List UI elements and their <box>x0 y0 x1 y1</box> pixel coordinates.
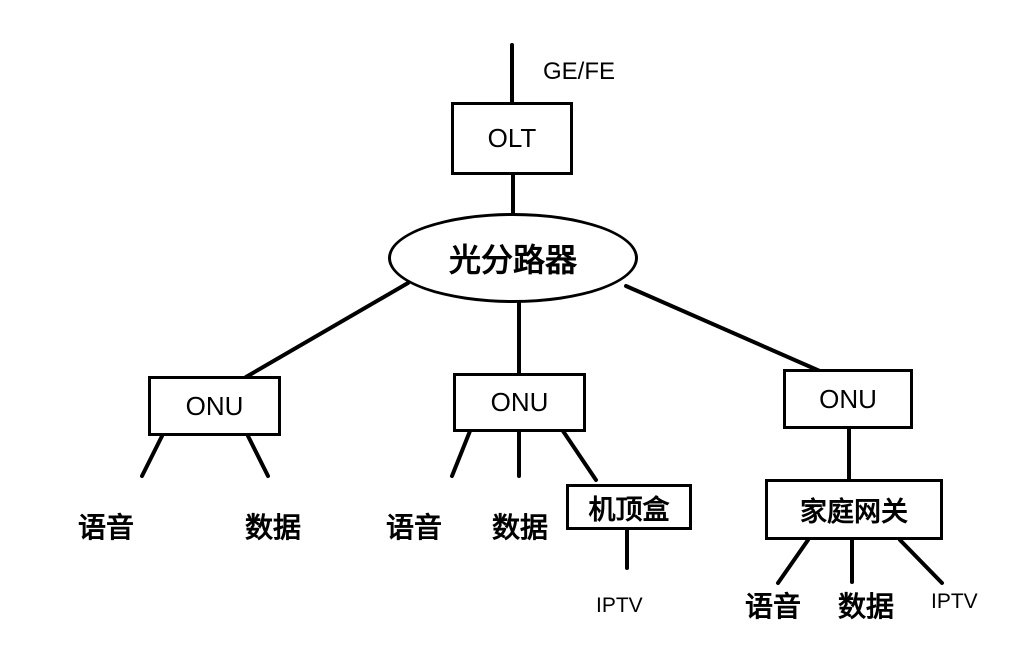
right-iptv-label: IPTV <box>931 590 978 613</box>
middle-voice-line <box>450 429 472 478</box>
set-top-box: 机顶盒 <box>566 484 692 530</box>
uplink-label: GE/FE <box>543 58 616 85</box>
left-data-label: 数据 <box>245 511 302 544</box>
onu-label-left: ONU <box>185 390 244 421</box>
gateway-voice-line <box>776 538 810 585</box>
middle-data-label: 数据 <box>492 511 549 544</box>
right-voice-label: 语音 <box>745 590 802 623</box>
onu-box-middle: ONU <box>453 373 586 432</box>
left-voice-label: 语音 <box>78 511 135 544</box>
home-gateway-box: 家庭网关 <box>765 479 943 540</box>
right-data-label: 数据 <box>838 590 895 623</box>
left-data-line <box>246 434 270 478</box>
middle-iptv-label: IPTV <box>596 594 643 617</box>
splitter-label: 光分路器 <box>448 241 577 279</box>
onu-box-right: ONU <box>783 369 913 429</box>
splitter-onu-right-line <box>624 284 824 374</box>
set-top-box-label: 机顶盒 <box>588 494 670 526</box>
olt-label: OLT <box>487 123 537 153</box>
onu-label-right: ONU <box>819 383 877 414</box>
left-voice-line <box>140 434 164 478</box>
olt-box: OLT <box>451 102 573 175</box>
splitter-onu-left-line <box>244 281 410 379</box>
onu-label-middle: ONU <box>490 387 549 417</box>
splitter-ellipse: 光分路器 <box>388 213 638 303</box>
middle-voice-label: 语音 <box>386 511 443 544</box>
onu-box-left: ONU <box>148 376 281 436</box>
middle-stb-line <box>561 429 598 482</box>
home-gateway-label: 家庭网关 <box>800 497 908 528</box>
gateway-iptv-line <box>898 538 944 585</box>
